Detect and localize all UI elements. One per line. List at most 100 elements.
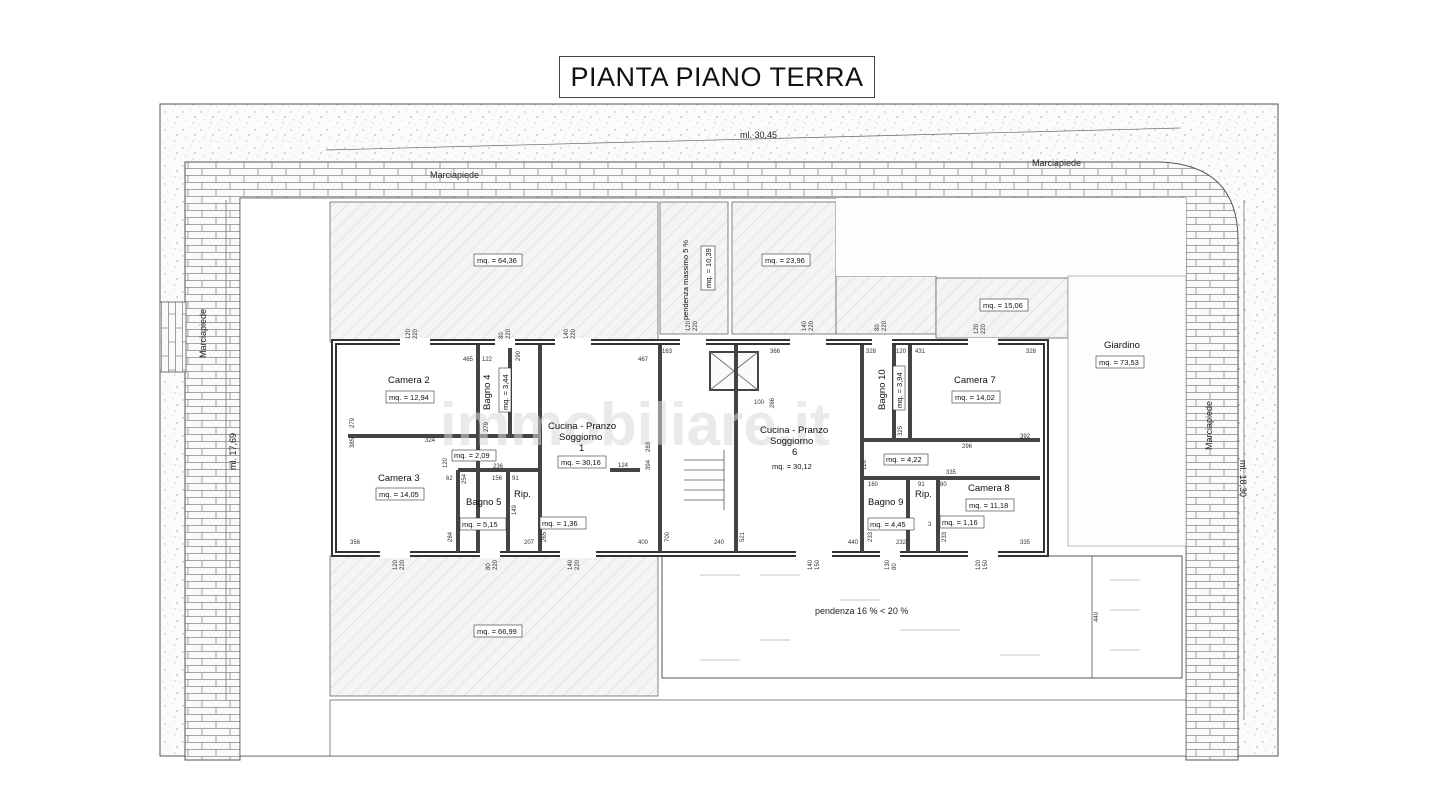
dim-label: 120 <box>974 323 980 334</box>
dim-label: 80 <box>892 563 898 570</box>
dim-label: 265 <box>542 531 548 542</box>
room-bagno-5: Bagno 5 <box>466 497 501 508</box>
dim-label: 122 <box>482 357 493 363</box>
dim-label: 220 <box>575 559 581 570</box>
dim-label: 220 <box>693 320 699 331</box>
yard-area-top-middle: mq. = 23,96 <box>765 256 805 265</box>
dim-label: 160 <box>868 482 879 488</box>
corridor-left-area: mq. = 2,09 <box>454 451 490 460</box>
dim-top: ml. 30,45 <box>740 130 777 140</box>
dim-label: 394 <box>646 459 652 470</box>
dim-label: 130 <box>885 559 891 570</box>
dim-label: 80 <box>940 482 947 488</box>
dim-label: 62 <box>446 476 453 482</box>
dim-label: 324 <box>425 438 436 444</box>
room-camera-7-area: mq. = 14,02 <box>955 393 995 402</box>
room-camera-7: Camera 7 <box>954 375 996 386</box>
dim-label: 150 <box>983 559 989 570</box>
dim-right: ml. 18,30 <box>1238 460 1248 497</box>
dim-label: 3 <box>928 522 932 528</box>
dim-label: 140 <box>808 559 814 570</box>
sidewalk-top-right: Marciapiede <box>1032 158 1081 168</box>
page-title: PIANTA PIANO TERRA <box>559 56 875 98</box>
dim-label: 254 <box>462 473 468 484</box>
dim-label: 220 <box>400 559 406 570</box>
ramp-label: pendenza 16 % < 20 % <box>815 606 908 616</box>
dim-label: 220 <box>981 323 987 334</box>
yard-area-top-right: mq. = 15,06 <box>983 301 1023 310</box>
room-rip-right: Rip. <box>915 489 932 500</box>
dim-label: 266 <box>770 397 776 408</box>
dim-ramp: 440 <box>1094 611 1100 622</box>
room-rip-right-area: mq. = 1,16 <box>942 518 978 527</box>
dim-label: 140 <box>802 320 808 331</box>
dim-label: 80 <box>875 324 881 331</box>
room-camera-8: Camera 8 <box>968 483 1010 494</box>
room-kitchen-6-num: 6 <box>792 447 797 458</box>
room-kitchen-1-num: 1 <box>579 443 584 454</box>
dim-left: ml. 17,69 <box>228 433 238 470</box>
yard-area-bottom-left: mq. = 66,99 <box>477 627 517 636</box>
dim-label: 220 <box>571 328 577 339</box>
sidewalk-top-left: Marciapiede <box>430 170 479 180</box>
dim-label: 124 <box>618 463 629 469</box>
dim-label: 100 <box>754 400 765 406</box>
room-camera-2-area: mq. = 12,94 <box>389 393 429 402</box>
dim-label: 220 <box>506 328 512 339</box>
sidewalk-right: Marciapiede <box>1204 401 1214 450</box>
dim-label: 149 <box>512 504 518 515</box>
dim-label: 207 <box>524 540 535 546</box>
dim-label: 240 <box>714 540 725 546</box>
dim-label: 120 <box>393 559 399 570</box>
dim-label: 400 <box>638 540 649 546</box>
dim-label: 163 <box>662 349 673 355</box>
dim-label: 335 <box>946 470 957 476</box>
room-bagno-10: Bagno 10 <box>877 369 888 410</box>
dim-label: 366 <box>770 349 781 355</box>
dim-label: 150 <box>815 559 821 570</box>
dim-label: 220 <box>413 328 419 339</box>
dim-label: 290 <box>516 350 522 361</box>
room-bagno-9-area: mq. = 4,45 <box>870 520 906 529</box>
corridor-right-area: mq. = 4,22 <box>886 455 922 464</box>
dim-label: 140 <box>568 559 574 570</box>
dim-label: 120 <box>686 320 692 331</box>
dim-label: 440 <box>848 540 859 546</box>
dim-label: 521 <box>740 531 746 542</box>
room-kitchen-6: Cucina - Pranzo <box>760 425 828 436</box>
room-kitchen-1: Cucina - Pranzo <box>548 421 616 432</box>
room-camera-3: Camera 3 <box>378 473 420 484</box>
dim-label: 283 <box>646 441 652 452</box>
dim-label: 279 <box>350 417 356 428</box>
dim-label: 91 <box>512 476 519 482</box>
dim-label: 220 <box>882 320 888 331</box>
dim-label: 296 <box>962 444 973 450</box>
dim-label: 80 <box>499 332 505 339</box>
dim-label: 120 <box>406 328 412 339</box>
dim-label: 233 <box>868 531 874 542</box>
dim-label: 120 <box>443 457 449 468</box>
room-bagno-4: Bagno 4 <box>482 375 493 410</box>
dim-label: 325 <box>898 425 904 436</box>
dim-label: 465 <box>463 357 474 363</box>
dim-label: 120 <box>862 459 868 470</box>
garden-area: mq. = 73,53 <box>1099 358 1139 367</box>
dim-label: 120 <box>896 349 907 355</box>
garden-label: Giardino <box>1104 340 1140 351</box>
dim-label: 467 <box>638 357 649 363</box>
dim-label: 220 <box>493 559 499 570</box>
dim-label: 140 <box>564 328 570 339</box>
room-kitchen-6-sub: Soggiorno <box>770 436 813 447</box>
room-rip-left: Rip. <box>514 489 531 500</box>
side-ramp-area: mq. = 10,39 <box>704 248 713 288</box>
dim-label: 284 <box>448 531 454 542</box>
dim-label: 91 <box>918 482 925 488</box>
room-rip-left-area: mq. = 1,36 <box>542 519 578 528</box>
dim-label: 328 <box>1026 349 1037 355</box>
dim-label: 279 <box>484 421 490 432</box>
dim-label: 356 <box>350 540 361 546</box>
room-kitchen-6-area: mq. = 30,12 <box>772 462 812 471</box>
room-bagno-4-area: mq. = 3,44 <box>501 374 510 410</box>
room-bagno-10-area: mq. = 3,94 <box>895 372 904 408</box>
